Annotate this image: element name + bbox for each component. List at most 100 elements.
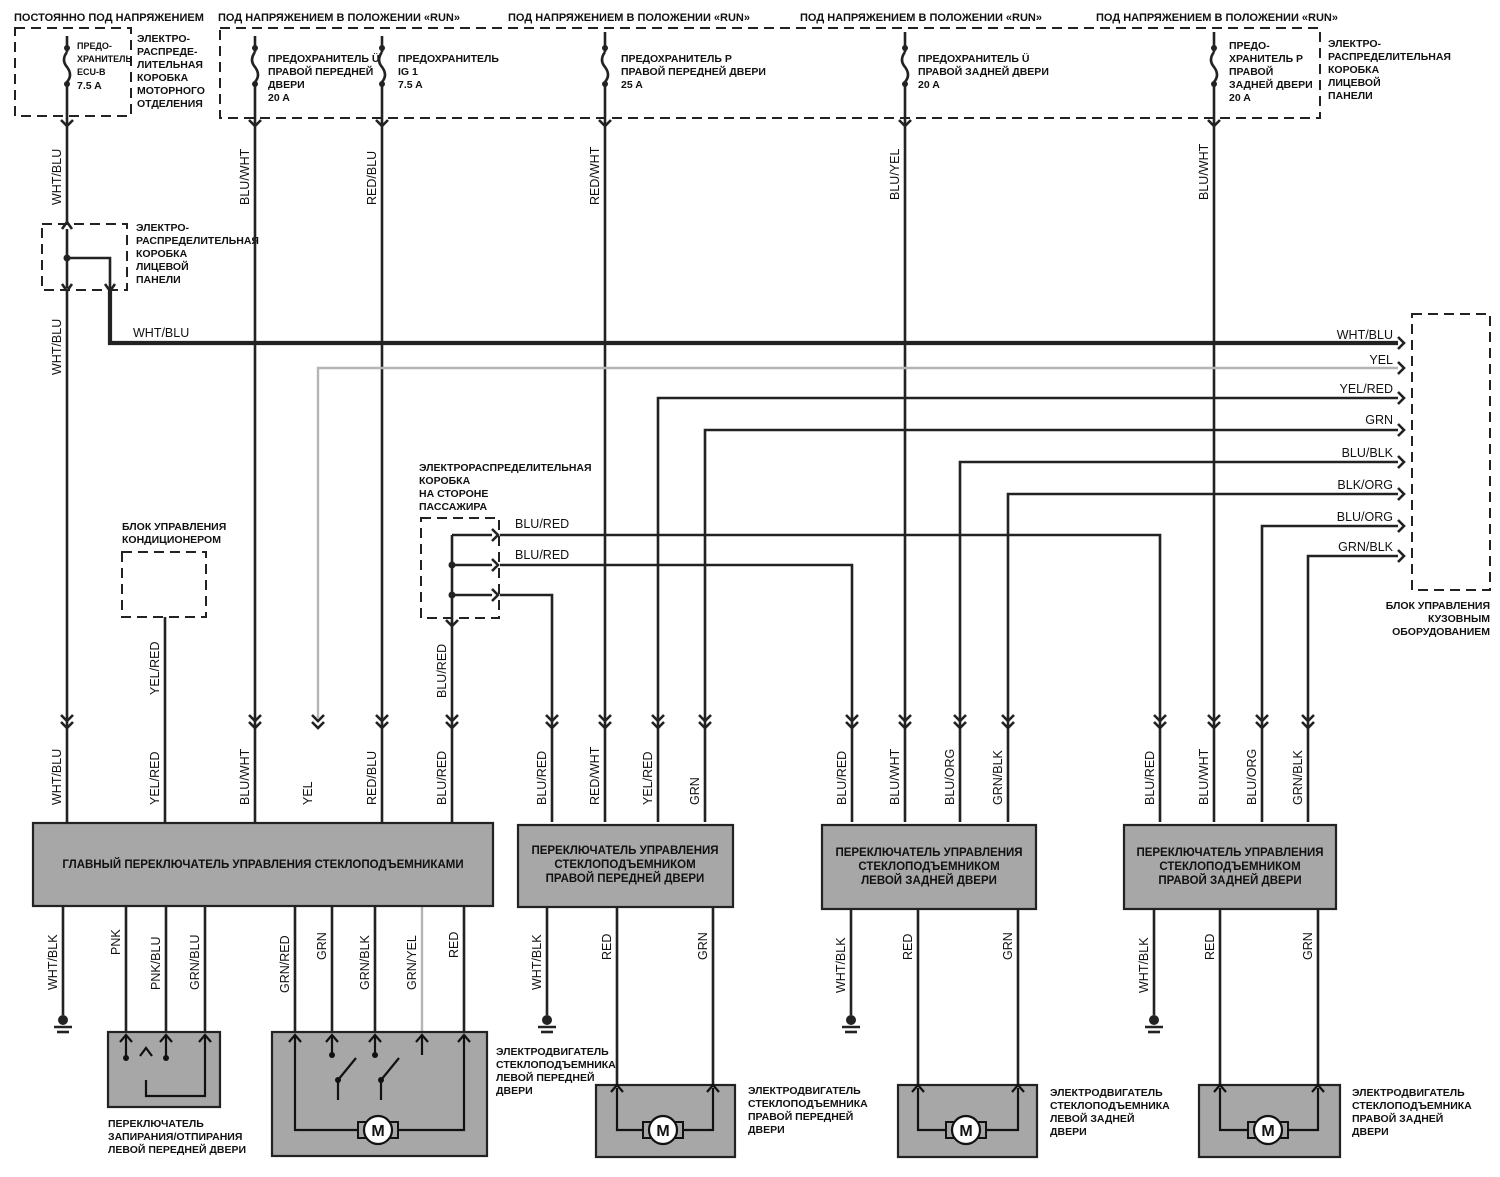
dash-jb-r-l4: ЛИЦЕВОЙ xyxy=(1328,76,1381,89)
wire-label: YEL/RED xyxy=(148,642,162,696)
wire-label: GRN/BLU xyxy=(188,934,202,990)
wire-label: BLU/WHT xyxy=(238,748,252,805)
wire-label: RED/BLU xyxy=(365,751,379,805)
wire-label: BLU/WHT xyxy=(1197,748,1211,805)
motor-icon: M xyxy=(357,1114,399,1146)
header-run-1: ПОД НАПРЯЖЕНИЕМ В ПОЛОЖЕНИИ «RUN» xyxy=(218,12,460,24)
motor-fr-l1: ЭЛЕКТРОДВИГАТЕЛЬ xyxy=(748,1085,861,1097)
bus-label: GRN xyxy=(1365,413,1393,427)
rl-switch-l1: ПЕРЕКЛЮЧАТЕЛЬ УПРАВЛЕНИЯ xyxy=(835,847,1022,859)
fr-switch-l2: СТЕКЛОПОДЪЕМНИКОМ xyxy=(554,859,695,871)
passenger-wire-label: BLU/RED xyxy=(515,517,569,531)
ac-unit-outline xyxy=(121,551,207,618)
fuse-fr-l1: ПРЕДОХРАНИТЕЛЬ Р xyxy=(621,53,732,65)
main-switch-label: ГЛАВНЫЙ ПЕРЕКЛЮЧАТЕЛЬ УПРАВЛЕНИЯ СТЕКЛОП… xyxy=(62,858,463,871)
motor-rr-l2: СТЕКЛОПОДЪЕМНИКА xyxy=(1352,1100,1472,1112)
fuse-rr-l2: ХРАНИТЕЛЬ Р xyxy=(1229,53,1303,65)
rl-switch-l3: ЛЕВОЙ ЗАДНЕЙ ДВЕРИ xyxy=(861,874,997,887)
wire-label: GRN xyxy=(696,932,710,960)
fuse-icon xyxy=(900,32,910,120)
lock-switch-l3: ЛЕВОЙ ПЕРЕДНЕЙ ДВЕРИ xyxy=(108,1143,246,1156)
header-always-on: ПОСТОЯННО ПОД НАПРЯЖЕНИЕМ xyxy=(14,12,204,24)
fuse-icon xyxy=(250,36,260,120)
motor-rl-l3: ЛЕВОЙ ЗАДНЕЙ xyxy=(1050,1112,1135,1125)
bus-wire-labels: WHT/BLU YEL YEL/RED GRN BLU/BLK BLK/ORG … xyxy=(133,326,1394,554)
wire-label: PNK/BLU xyxy=(149,937,163,991)
wire-label: YEL/RED xyxy=(148,752,162,806)
motor-rl-l1: ЭЛЕКТРОДВИГАТЕЛЬ xyxy=(1050,1087,1163,1099)
motor-icon: M xyxy=(642,1114,684,1146)
engine-jb-l4: КОРОБКА xyxy=(137,72,189,84)
ground-icon xyxy=(538,1015,556,1034)
wire-label: BLU/RED xyxy=(435,644,449,698)
lock-switch-l2: ЗАПИРАНИЯ/ОТПИРАНИЯ xyxy=(108,1131,242,1143)
wire-label: WHT/BLU xyxy=(50,149,64,205)
body-ecu-l3: ОБОРУДОВАНИЕМ xyxy=(1392,626,1490,638)
motor-fl-l2: СТЕКЛОПОДЪЕМНИКА xyxy=(496,1059,616,1071)
motor-rr-l1: ЭЛЕКТРОДВИГАТЕЛЬ xyxy=(1352,1087,1465,1099)
fuse-rr-l5: 20 A xyxy=(1229,92,1251,104)
passenger-jb-outline xyxy=(420,517,500,619)
fuse-rr-l1: ПРЕДО- xyxy=(1229,40,1270,52)
bus-label: GRN/BLK xyxy=(1338,540,1394,554)
passenger-wire-label: BLU/RED xyxy=(515,548,569,562)
wire-label: GRN/BLK xyxy=(1291,749,1305,805)
rr-switch-l1: ПЕРЕКЛЮЧАТЕЛЬ УПРАВЛЕНИЯ xyxy=(1136,847,1323,859)
header-run-2: ПОД НАПРЯЖЕНИЕМ В ПОЛОЖЕНИИ «RUN» xyxy=(508,12,750,24)
body-ecu-outline xyxy=(1411,313,1491,591)
ground-icon xyxy=(54,1015,72,1034)
wire-label: RED/WHT xyxy=(588,746,602,805)
bus-label: YEL xyxy=(1369,353,1393,367)
fuse-fr-l3: 25 A xyxy=(621,79,643,91)
rear-right-motor-wiring xyxy=(1213,1083,1325,1132)
motor-symbol: M xyxy=(371,1123,384,1140)
dash-jb-left-outline xyxy=(41,223,128,291)
wire-label: WHT/BLK xyxy=(834,937,848,993)
fr-switch-l3: ПРАВОЙ ПЕРЕДНЕЙ ДВЕРИ xyxy=(546,872,705,885)
fuse-ig1-l3: 7.5 A xyxy=(398,79,423,91)
wire-label: BLU/WHT xyxy=(238,148,252,205)
fuse-rr-l4: ЗАДНЕЙ ДВЕРИ xyxy=(1229,78,1313,91)
fuse-ecu-b-l3: ECU-B xyxy=(77,67,106,77)
front-right-window-switch xyxy=(516,823,735,909)
lock-switch-l1: ПЕРЕКЛЮЧАТЕЛЬ xyxy=(108,1118,204,1130)
motor-fr-l2: СТЕКЛОПОДЪЕМНИКА xyxy=(748,1098,868,1110)
rr-switch-l2: СТЕКЛОПОДЪЕМНИКОМ xyxy=(1159,861,1300,873)
passenger-jb-label: ЭЛЕКТРОРАСПРЕДЕЛИТЕЛЬНАЯ КОРОБКА НА СТОР… xyxy=(419,462,592,513)
passenger-jb-l2: КОРОБКА xyxy=(419,475,471,487)
bus-label: BLU/ORG xyxy=(1337,510,1393,524)
wire-label: GRN/YEL xyxy=(405,935,419,990)
motor-symbol: M xyxy=(959,1123,972,1140)
wire-label: GRN/BLK xyxy=(358,934,372,990)
bottom-wire-labels: WHT/BLK PNK PNK/BLU GRN/BLU GRN/RED GRN … xyxy=(46,929,1315,993)
bus-label: YEL/RED xyxy=(1340,382,1394,396)
fuse-icon xyxy=(377,36,387,120)
fuse-fl-l3: ДВЕРИ xyxy=(268,79,305,91)
wire-label: RED/BLU xyxy=(365,151,379,205)
ac-unit-l2: КОНДИЦИОНЕРОМ xyxy=(122,534,221,546)
motor-fl-l1: ЭЛЕКТРОДВИГАТЕЛЬ xyxy=(496,1046,609,1058)
engine-jb-outline xyxy=(14,27,132,117)
motor-symbol: M xyxy=(1261,1123,1274,1140)
wire-label: BLU/RED xyxy=(835,751,849,805)
dash-jb-l-l5: ПАНЕЛИ xyxy=(136,274,181,286)
bus-left-label: WHT/BLU xyxy=(133,326,189,340)
wire-label: RED xyxy=(1203,934,1217,960)
main-window-switch xyxy=(31,821,495,908)
fuse-icon xyxy=(62,36,72,120)
engine-jb-l2: РАСПРЕДЕ- xyxy=(137,46,198,58)
wire-label: WHT/BLK xyxy=(46,934,60,990)
wire-label: GRN xyxy=(688,777,702,805)
motor-rl-l4: ДВЕРИ xyxy=(1050,1126,1087,1138)
wire-label: BLU/ORG xyxy=(1245,749,1259,805)
wire-label: YEL/RED xyxy=(641,752,655,806)
connector-marks xyxy=(60,119,1406,730)
dash-jb-r-l1: ЭЛЕКТРО- xyxy=(1328,38,1382,50)
motor-icon: M xyxy=(945,1114,987,1146)
motor-symbol: M xyxy=(656,1123,669,1140)
wire-label: BLU/ORG xyxy=(943,749,957,805)
fuse-ig1-l1: ПРЕДОХРАНИТЕЛЬ xyxy=(398,53,499,65)
front-right-motor-wiring xyxy=(610,1083,720,1132)
passenger-jb-l4: ПАССАЖИРА xyxy=(419,501,487,513)
